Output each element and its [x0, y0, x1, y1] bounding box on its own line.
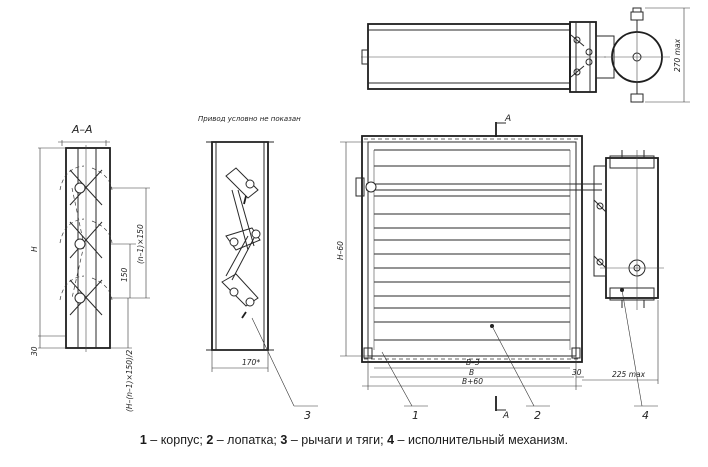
dim-30-section: 30 [30, 346, 39, 356]
top-view: 270 max [361, 7, 690, 103]
legend-num-2: 2 [206, 433, 214, 447]
dim-30-front: 30 [572, 368, 582, 377]
callout-3: 3 [304, 409, 311, 422]
dim-225-max: 225 max [612, 370, 646, 379]
section-view: А–А Н 30 [30, 123, 150, 412]
legend-num-3: 3 [280, 433, 288, 447]
callout-4: 4 [642, 409, 649, 422]
dim-150: 150 [120, 267, 129, 282]
dim-b-60: В+60 [462, 377, 483, 386]
legend-text-3: рычаги и тяги; [301, 433, 384, 447]
legend-text-2: лопатка; [227, 433, 277, 447]
front-view: А А [336, 114, 664, 421]
dim-n-150: (n–1)×150 [136, 224, 145, 264]
legend-text-1: корпус; [160, 433, 203, 447]
dim-b-3: В–3 [466, 358, 480, 367]
callout-2: 2 [534, 409, 541, 422]
dim-270-max: 270 max [673, 38, 682, 72]
section-mark-top: А [504, 114, 511, 124]
side-view-note: Привод условно не показан [198, 115, 301, 123]
dim-b: В [469, 368, 474, 377]
section-title: А–А [71, 123, 93, 136]
dim-h-60: Н–60 [336, 241, 345, 260]
dim-bottom: (Н–(n–1)×150)/2 [125, 350, 134, 412]
callout-1: 1 [412, 409, 419, 422]
legend-num-1: 1 [139, 433, 147, 447]
dim-h: Н [30, 246, 39, 252]
side-view: Привод условно не показан 170* [198, 115, 301, 372]
dim-170: 170* [242, 358, 260, 367]
legend-text-4: исполнительный механизм. [407, 433, 569, 447]
legend-caption: 1 – корпус; 2 – лопатка; 3 – рычаги и тя… [139, 433, 569, 447]
callouts: 3 1 2 4 [251, 288, 658, 422]
section-mark-bottom: А [502, 411, 509, 421]
legend-num-4: 4 [387, 433, 395, 447]
